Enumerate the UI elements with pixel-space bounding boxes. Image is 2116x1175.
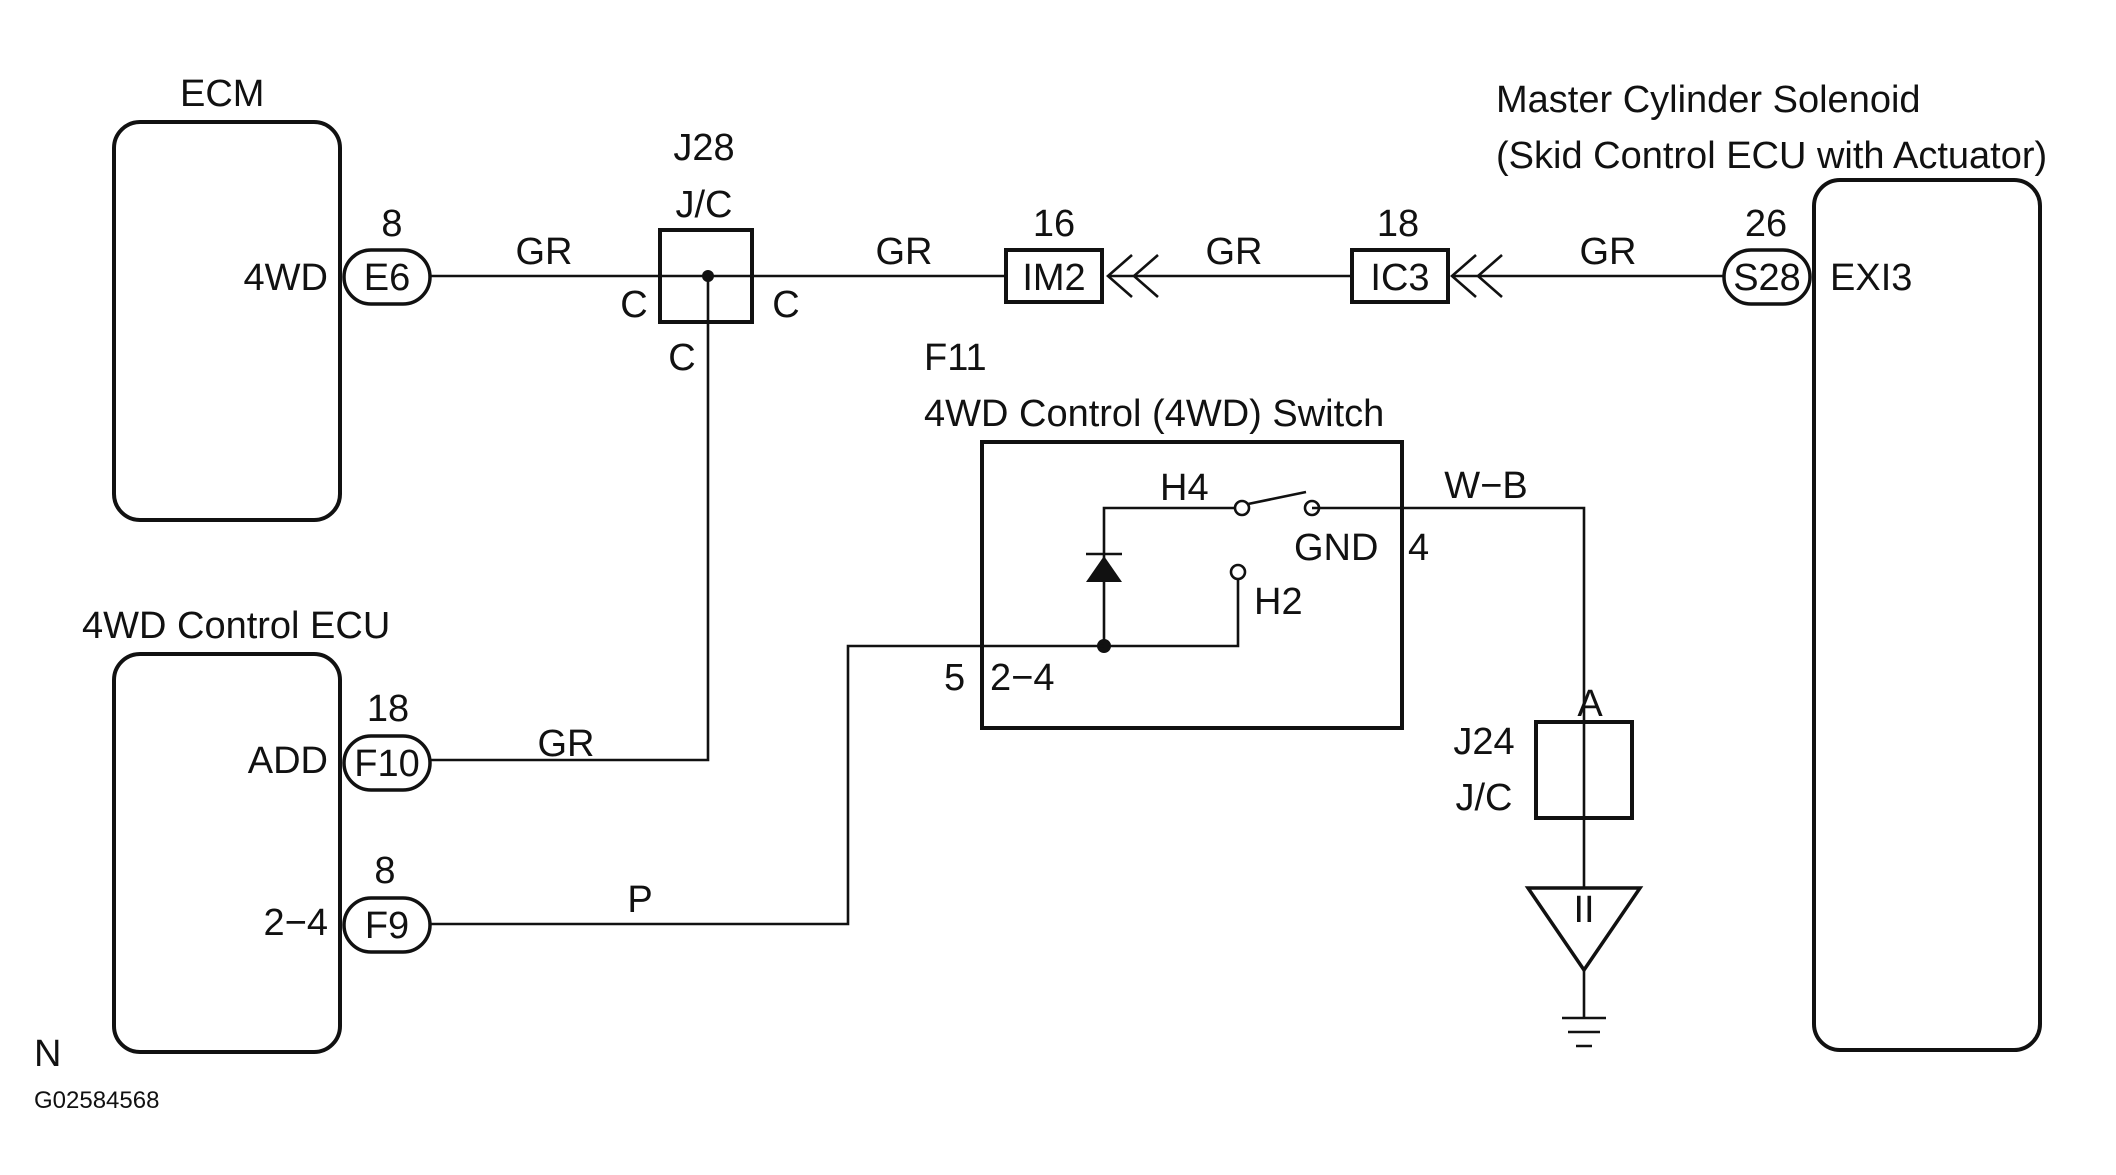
im2-block: 16 IM2 [1004,203,1159,304]
diode-icon [1086,556,1122,582]
solenoid-title-line1: Master Cylinder Solenoid [1496,79,1921,121]
wire-switch-to-j24 [1312,506,1586,888]
ecu4wd-24-pin-number: 8 [374,850,395,892]
j28-pin-left: C [620,284,647,326]
ecm-pin-name: 4WD [244,257,328,299]
solenoid-pin-number: 26 [1745,203,1787,245]
wires: GR GR GR GR GR P W−B [430,231,1724,1018]
wire-color-ecm-j28: GR [516,231,573,273]
connector-f10-label: F10 [354,743,419,785]
solenoid-title-line2: (Skid Control ECU with Actuator) [1496,135,2047,177]
switch-terminal-h4: H4 [1160,467,1209,509]
j28-pin-right: C [772,284,799,326]
j24-id: J24 [1453,721,1514,763]
ecm-title: ECM [180,73,264,115]
j24-pin: A [1577,683,1603,725]
ground-icon [1562,1016,1606,1048]
terminal-h2-contact [1229,563,1247,581]
ecm-box [112,120,342,522]
wire-color-ic3-s28: GR [1580,231,1637,273]
j28-type: J/C [676,184,733,226]
ecu4wd-add-pin-name: ADD [248,740,328,782]
ic3-pin-number: 18 [1377,203,1419,245]
switch-terminal-24: 2−4 [990,657,1054,699]
connector-s28-label: S28 [1733,257,1801,299]
footer-letter: N [34,1033,61,1075]
switch-blade [1247,490,1307,506]
wire-color-j28-im2: GR [876,231,933,273]
switch-pin-gnd: 4 [1408,527,1429,569]
j24-type: J/C [1456,777,1513,819]
footer-code: G02584568 [34,1087,159,1114]
connector-im2-label: IM2 [1022,257,1085,299]
switch-h2-lead [1104,580,1240,648]
ground-mark: II [1573,889,1594,931]
ic3-block: 18 IC3 [1350,203,1503,304]
f11-box [980,440,1404,730]
j28-block: J28 J/C C C C [620,127,799,379]
terminal-h4-contact [1233,499,1251,517]
f11-switch-block: F11 4WD Control (4WD) Switch H4 GND 4 H2… [924,337,1429,730]
switch-terminal-h2: H2 [1254,581,1303,623]
wire-color-f9-switch: P [627,879,652,921]
wire-f9-to-switch [430,644,1104,926]
connector-f10 [342,734,432,792]
f11-title: 4WD Control (4WD) Switch [924,393,1384,435]
f11-id: F11 [924,337,987,379]
connector-f9-label: F9 [365,905,409,947]
ecu4wd-box [112,652,342,1054]
connector-e6-label: E6 [364,257,410,299]
switch-terminal-gnd: GND [1294,527,1378,569]
ecu4wd-block: 4WD Control ECU ADD 18 F10 2−4 8 F9 [82,605,432,1054]
wire-color-im2-ic3: GR [1206,231,1263,273]
j24-block: A J24 J/C II [1453,683,1644,1048]
connector-ic3-label: IC3 [1370,257,1429,299]
solenoid-pin-name: EXI3 [1830,257,1912,299]
ecu4wd-24-pin-name: 2−4 [264,902,328,944]
ecu4wd-add-pin-number: 18 [367,688,409,730]
solenoid-block: Master Cylinder Solenoid (Skid Control E… [1496,79,2047,1052]
im2-pin-number: 16 [1033,203,1075,245]
j28-pin-bottom: C [668,337,695,379]
wire-j28-to-f10 [430,276,710,762]
solenoid-box [1812,178,2042,1052]
switch-pin-24: 5 [944,657,965,699]
switch-h4-lead [1102,506,1238,646]
wire-color-j28-f10: GR [538,723,595,765]
ecm-block: ECM 4WD 8 E6 [112,73,432,522]
wire-color-switch-j24: W−B [1444,465,1527,507]
ecm-pin-number: 8 [381,203,402,245]
j28-id: J28 [673,127,734,169]
ecu4wd-title: 4WD Control ECU [82,605,390,647]
